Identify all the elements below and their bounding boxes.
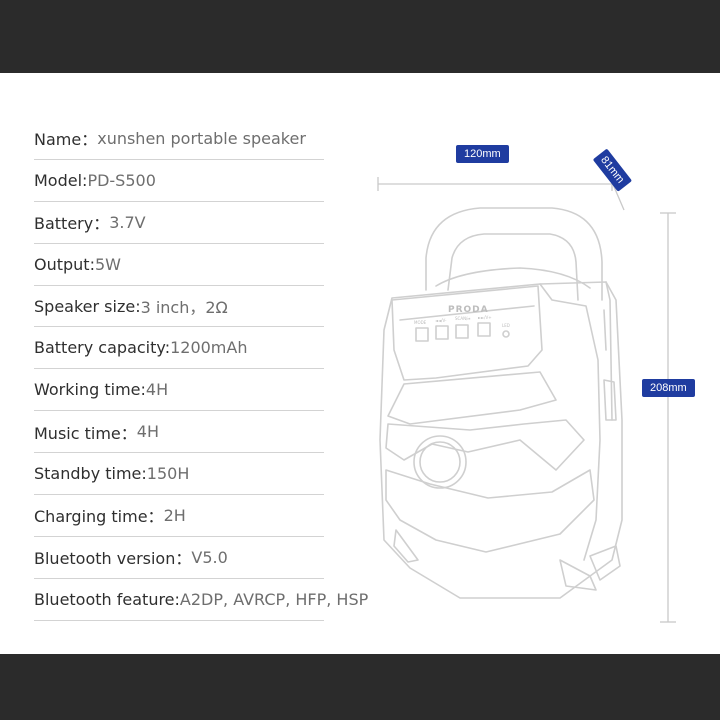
bottom-bar	[0, 654, 720, 720]
back-foot	[589, 545, 621, 581]
spec-label: Music time：	[34, 423, 137, 443]
width-badge: 120mm	[456, 145, 509, 163]
front-lower-panel	[385, 469, 595, 553]
spec-label: Battery：	[34, 214, 110, 234]
spec-value: 3 inch，2Ω	[140, 298, 228, 317]
button-label: ►►/V+	[478, 315, 492, 320]
spec-row-working-time: Working time: 4H	[34, 369, 324, 412]
handle-inner	[447, 233, 579, 301]
button-label: MODE	[414, 320, 427, 325]
volume-knob-inner	[419, 441, 461, 483]
body-side-edge	[539, 283, 601, 561]
button-play	[455, 324, 469, 339]
spec-row-battery-capacity: Battery capacity: 1200mAh	[34, 327, 324, 370]
side-grille	[603, 379, 617, 421]
spec-value: A2DP, AVRCP, HFP, HSP	[179, 589, 369, 609]
led-label: LED	[502, 323, 510, 328]
spec-label: Output:	[34, 254, 95, 274]
front-upper-panel	[387, 371, 557, 425]
button-mode	[415, 327, 429, 342]
button-next	[477, 322, 491, 337]
spec-value: 1200mAh	[170, 338, 248, 358]
side-groove	[603, 309, 607, 351]
spec-label: Charging time：	[34, 507, 164, 527]
top-bar	[0, 0, 720, 73]
spec-value: 150H	[146, 464, 190, 484]
spec-label: Speaker size:	[34, 296, 141, 316]
right-foot	[559, 559, 597, 591]
body-outline	[379, 281, 623, 599]
button-prev	[435, 325, 449, 340]
spec-row-speaker-size: Speaker size: 3 inch，2Ω	[34, 286, 324, 328]
led-indicator	[502, 330, 510, 338]
spec-label: Standby time:	[34, 464, 147, 484]
spec-value: 4H	[136, 422, 159, 442]
spec-value: V5.0	[191, 547, 228, 567]
spec-row-bluetooth-version: Bluetooth version：V5.0	[34, 537, 324, 579]
spec-label: Bluetooth feature:	[34, 589, 180, 609]
spec-value: 3.7V	[109, 212, 146, 232]
spec-label: Battery capacity:	[34, 338, 171, 358]
control-panel	[391, 285, 543, 381]
left-foot	[393, 529, 419, 563]
body-back-edge	[605, 281, 613, 421]
handle-outer	[425, 207, 603, 301]
front-middle-band	[385, 419, 585, 471]
button-label: ◄◄/V-	[435, 318, 447, 323]
spec-row-music-time: Music time：4H	[34, 411, 324, 454]
spec-value: 5W	[94, 254, 121, 274]
spec-value: xunshen portable speaker	[97, 128, 306, 148]
handle-grip	[435, 267, 591, 289]
spec-row-output: Output: 5W	[34, 244, 324, 286]
volume-knob	[413, 435, 467, 489]
spec-list: Name：xunshen portable speaker Model: PD-…	[34, 118, 368, 621]
spec-value: 4H	[145, 380, 169, 400]
spec-label: Bluetooth version：	[34, 549, 192, 569]
spec-label: Working time:	[34, 380, 146, 400]
spec-row-battery: Battery：3.7V	[34, 202, 324, 244]
spec-row-standby-time: Standby time: 150H	[34, 453, 324, 496]
speaker-line-drawing: PRODA MODE ◄◄/V- SCAN/⏯ ►►/V+ LED	[379, 207, 623, 599]
spec-row-charging-time: Charging time：2H	[34, 495, 324, 537]
spec-row-name: Name：xunshen portable speaker	[34, 118, 324, 160]
control-panel-line	[399, 305, 535, 321]
spec-row-bluetooth-feature: Bluetooth feature: A2DP, AVRCP, HFP, HSP	[34, 579, 368, 621]
spec-value: 2H	[163, 505, 186, 525]
spec-row-model: Model: PD-S500	[34, 160, 324, 202]
button-label: SCAN/⏯	[455, 316, 471, 321]
spec-label: Model:	[34, 170, 88, 190]
spec-label: Name：	[34, 130, 98, 150]
brand-logo: PRODA	[448, 305, 489, 315]
height-badge: 208mm	[642, 379, 695, 397]
spec-value: PD-S500	[87, 170, 156, 190]
